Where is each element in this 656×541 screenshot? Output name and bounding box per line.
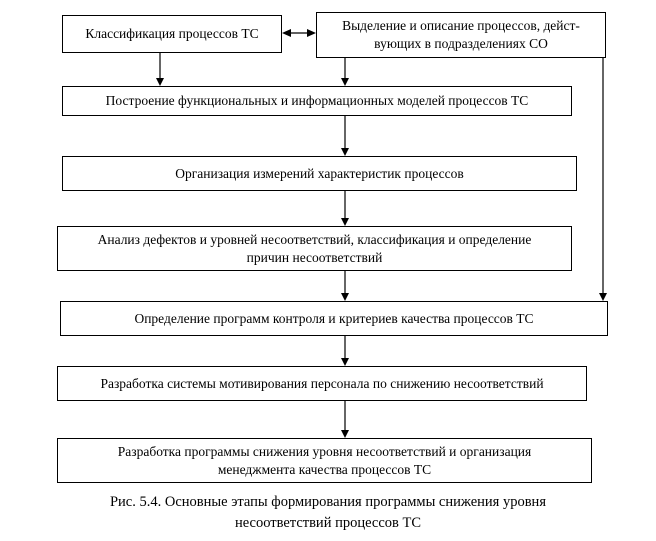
node-identification-line1: Выделение и описание процессов, дейст-: [342, 18, 580, 34]
node-defect-analysis-line1: Анализ дефектов и уровней несоответствий…: [97, 231, 532, 247]
figure-caption-line2: несоответствий процессов ТС: [234, 515, 422, 532]
node-motivation: Разработка системы мотивирования персона…: [57, 366, 587, 401]
edge-modeling-measurement: [341, 116, 349, 156]
figure-caption-line1: Рис. 5.4. Основные этапы формирования пр…: [109, 494, 546, 510]
edge-measurement-analysis: [341, 191, 349, 226]
node-reduction-program-line2: менеджмента качества процессов ТС: [217, 461, 432, 477]
edge-motivation-program: [341, 401, 349, 438]
figure-caption: Рис. 5.4. Основные этапы формирования пр…: [0, 492, 656, 534]
node-identification: Выделение и описание процессов, дейст- в…: [316, 12, 606, 58]
node-measurement-text: Организация измерений характеристик проц…: [175, 165, 464, 181]
node-defect-analysis: Анализ дефектов и уровней несоответствий…: [57, 226, 572, 271]
node-motivation-text: Разработка системы мотивирования персона…: [100, 375, 544, 391]
edge-identification-control: [599, 58, 607, 301]
edge-identification-modeling: [341, 58, 349, 86]
node-modeling-text: Построение функциональных и информационн…: [105, 93, 529, 109]
edge-classification-modeling: [156, 53, 164, 86]
node-reduction-program: Разработка программы снижения уровня нес…: [57, 438, 592, 483]
node-classification: Классификация процессов ТС: [62, 15, 282, 53]
edge-control-motivation: [341, 336, 349, 366]
node-modeling: Построение функциональных и информационн…: [62, 86, 572, 116]
node-measurement: Организация измерений характеристик проц…: [62, 156, 577, 191]
node-defect-analysis-line2: причин несоответствий: [246, 249, 383, 265]
edge-classification-identification: [282, 29, 316, 37]
edge-analysis-control: [341, 271, 349, 301]
node-control-programs-text: Определение программ контроля и критерие…: [134, 310, 534, 326]
node-reduction-program-line1: Разработка программы снижения уровня нес…: [117, 443, 532, 459]
node-classification-text: Классификация процессов ТС: [85, 26, 259, 42]
node-control-programs: Определение программ контроля и критерие…: [60, 301, 608, 336]
node-identification-line2: вующих в подразделениях СО: [374, 36, 548, 51]
